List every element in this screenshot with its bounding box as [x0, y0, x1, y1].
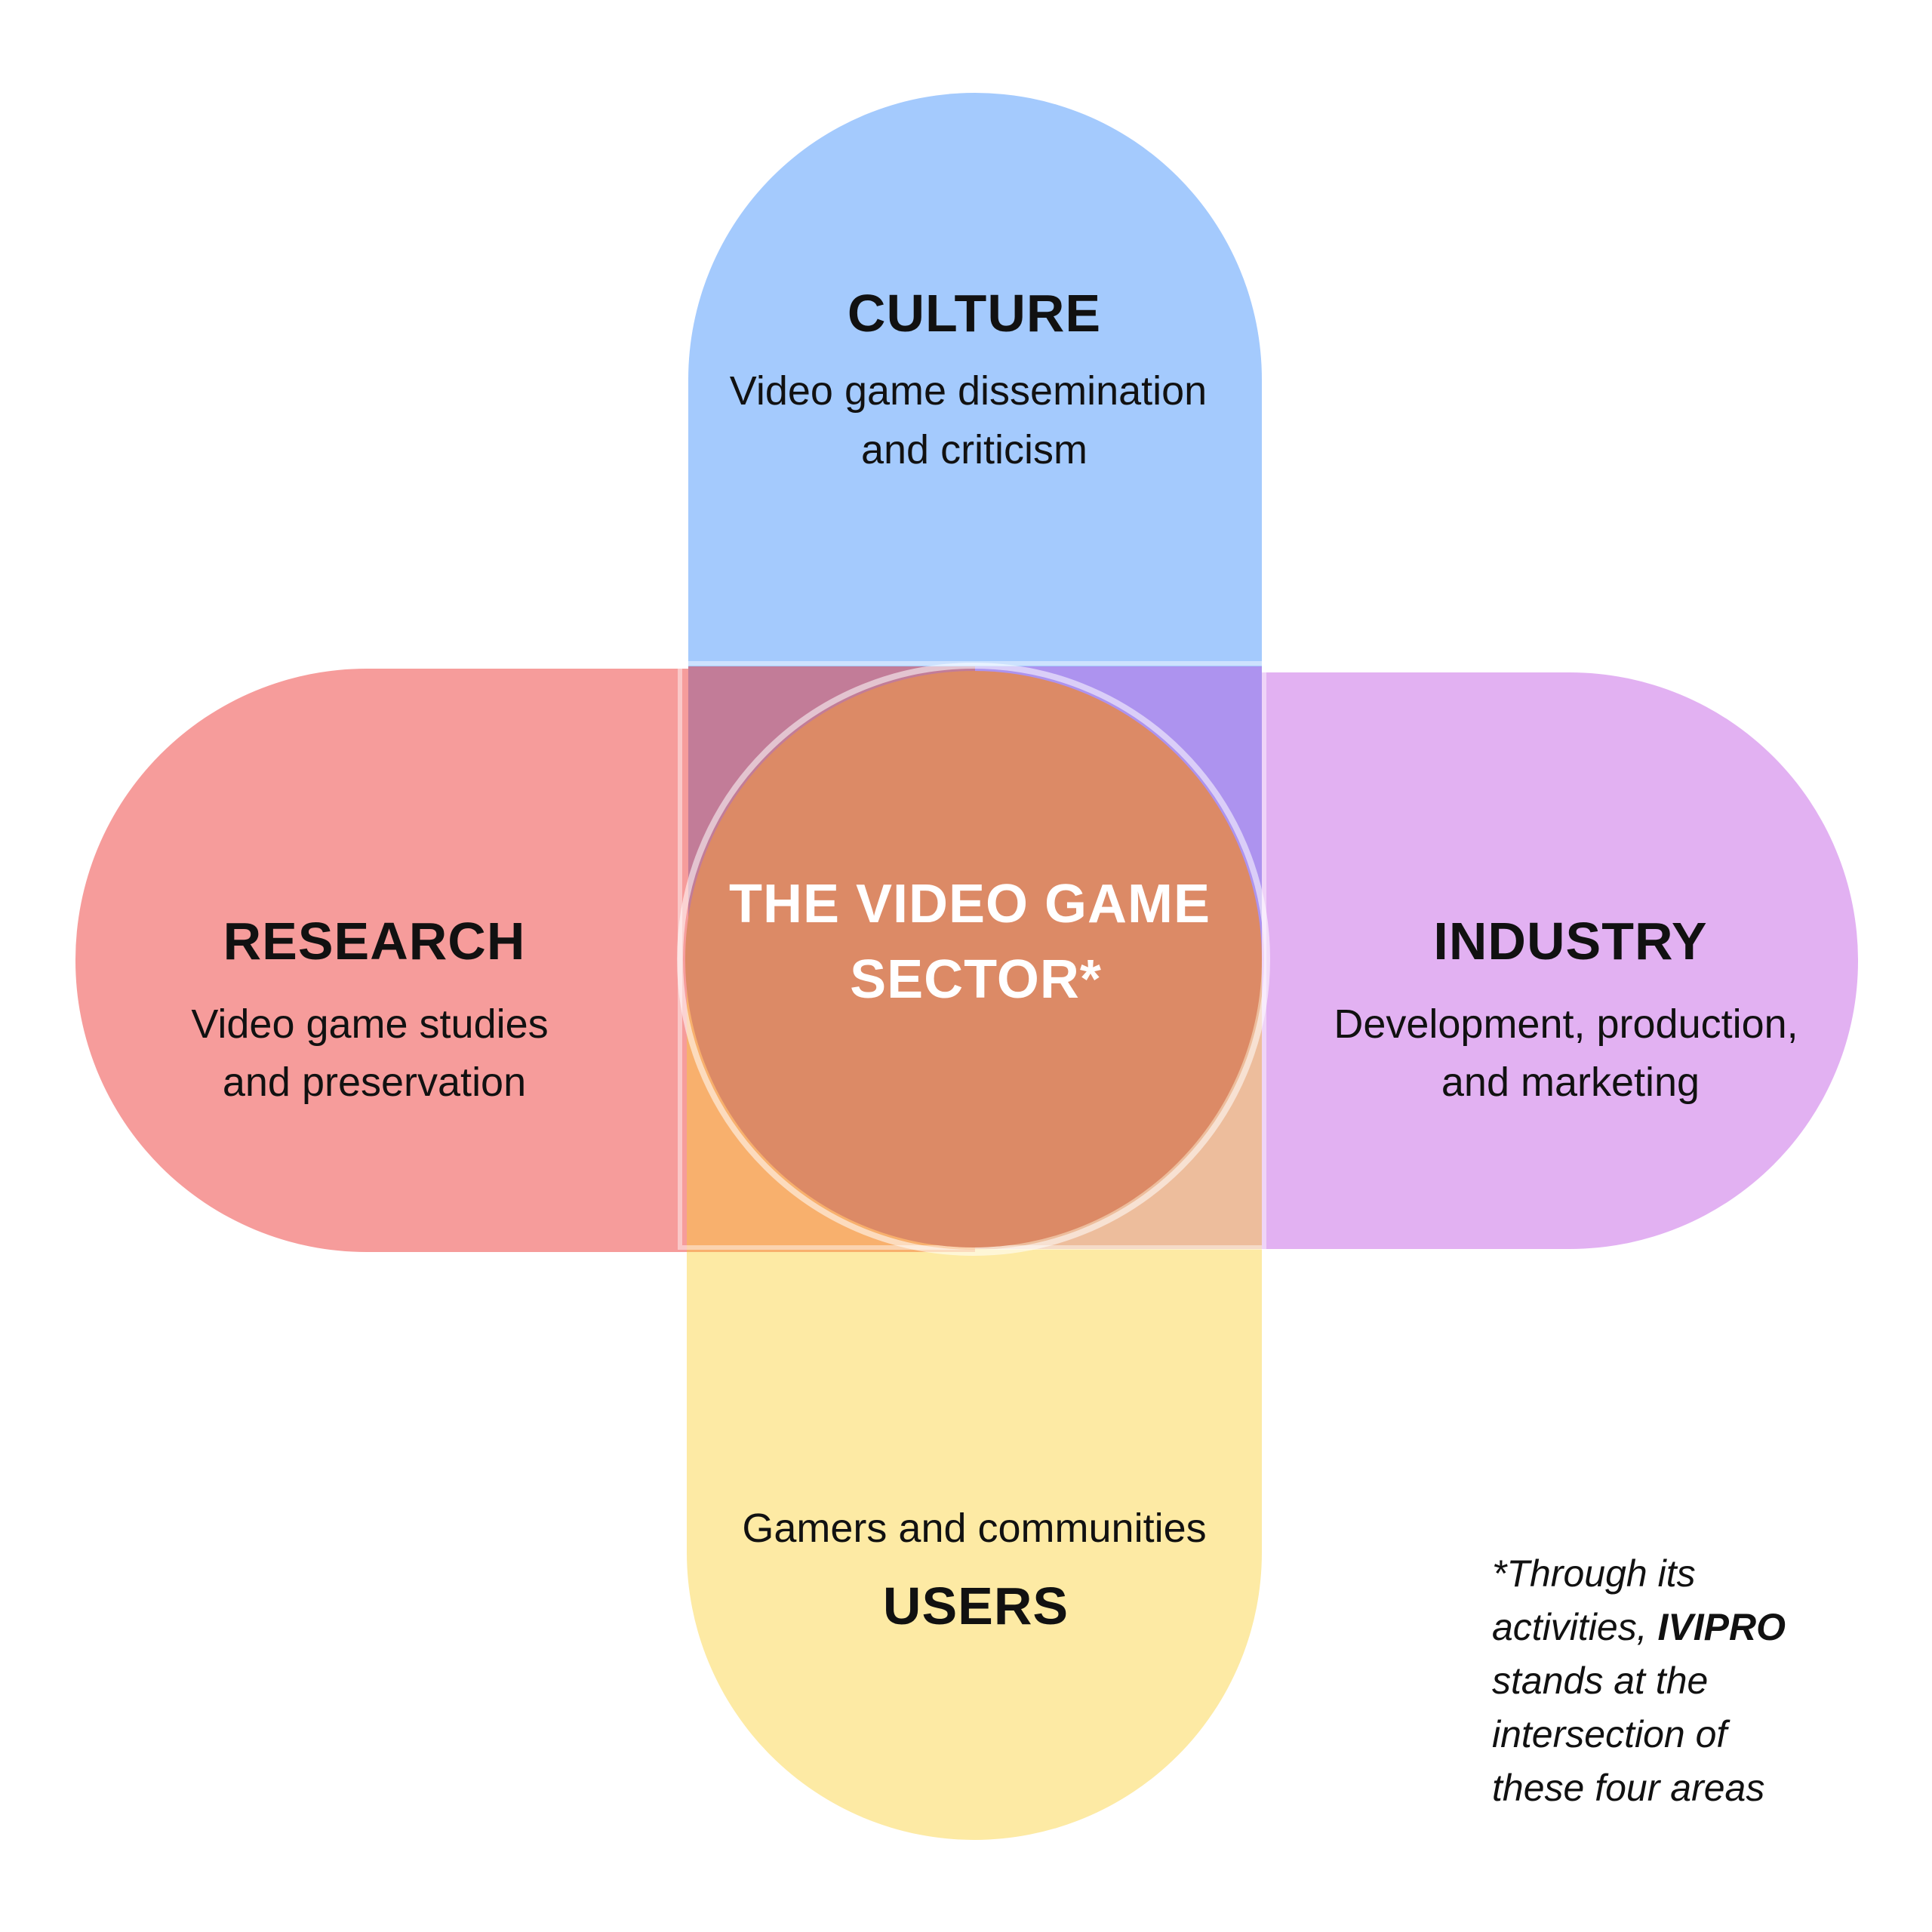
industry-desc-line2: and marketing [1441, 1060, 1700, 1105]
culture-desc-line2: and criticism [860, 427, 1088, 472]
footnote-line2-text: activities, [1492, 1606, 1658, 1648]
culture-title: CULTURE [847, 284, 1102, 343]
footnote-line1: *Through its [1492, 1552, 1696, 1595]
research-desc-line2: and preservation [222, 1060, 527, 1105]
users-area [687, 1249, 1262, 1840]
industry-desc-line1: Development, production, [1334, 1001, 1798, 1047]
center-circle-ring [677, 663, 1270, 1256]
footnote-line2: activities, IVIPRO [1492, 1601, 1786, 1654]
culture-desc-line1: Video game dissemination [729, 368, 1208, 414]
users-desc: Gamers and communities [742, 1506, 1207, 1551]
research-area [75, 669, 688, 1252]
center-circle [685, 671, 1262, 1247]
research-desc-line1: Video game studies [191, 1001, 549, 1047]
research-title: RESEARCH [223, 912, 526, 971]
users-title: USERS [882, 1577, 1069, 1635]
footnote-line3: stands at the [1492, 1660, 1709, 1702]
footnote: *Through its activities, IVIPRO stands a… [1492, 1547, 1786, 1815]
center-title-line1: THE VIDEO GAME [728, 874, 1211, 934]
industry-title: INDUSTRY [1433, 912, 1708, 971]
center-title-line2: SECTOR* [850, 949, 1102, 1010]
industry-area [1262, 672, 1858, 1249]
culture-area [688, 93, 1262, 666]
footnote-org-name: IVIPRO [1657, 1606, 1786, 1648]
footnote-line4: intersection of [1492, 1713, 1727, 1755]
footnote-line5: these four areas [1492, 1767, 1765, 1809]
